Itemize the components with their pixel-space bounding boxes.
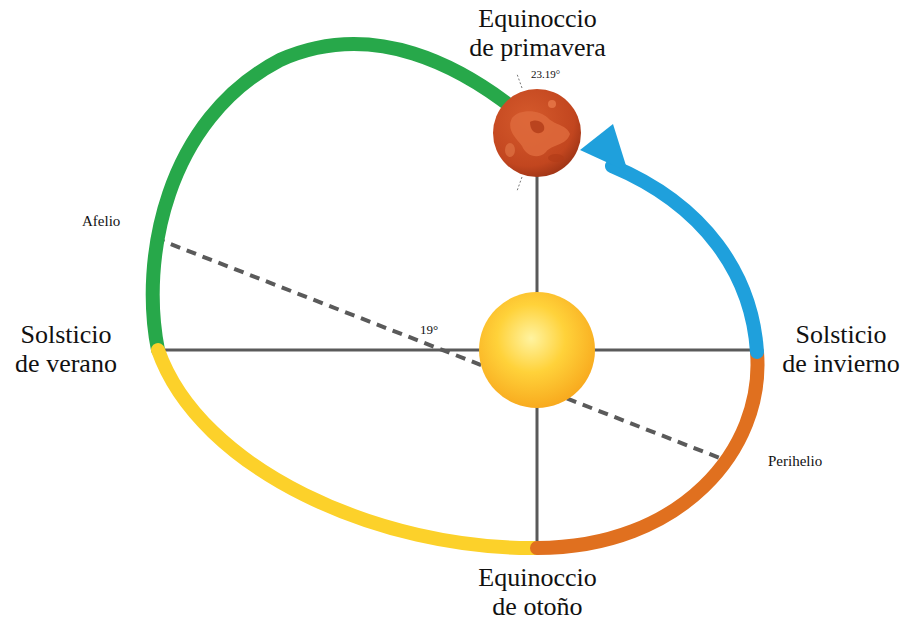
winter-arc — [612, 166, 757, 352]
arrow-head — [580, 124, 628, 172]
season-label: Solsticio de verano — [13, 320, 119, 378]
mars-planet — [493, 89, 581, 177]
season-label: Equinoccio de primavera — [467, 4, 608, 62]
sun — [479, 292, 595, 408]
season-label: Equinoccio de otoño — [476, 563, 599, 621]
axis-line — [158, 349, 757, 352]
angle-label: 19° — [420, 322, 438, 338]
apsis-label: Perihelio — [768, 452, 822, 470]
spring-arc — [153, 44, 537, 350]
season-label: Solsticio de invierno — [780, 320, 902, 378]
summer-arc — [158, 350, 537, 548]
tilt-axis — [517, 74, 522, 88]
tilt-axis — [517, 177, 522, 191]
angle-label: 23.19° — [531, 68, 560, 81]
apsis-line — [155, 238, 730, 462]
apsis-label: Afelio — [82, 212, 120, 230]
